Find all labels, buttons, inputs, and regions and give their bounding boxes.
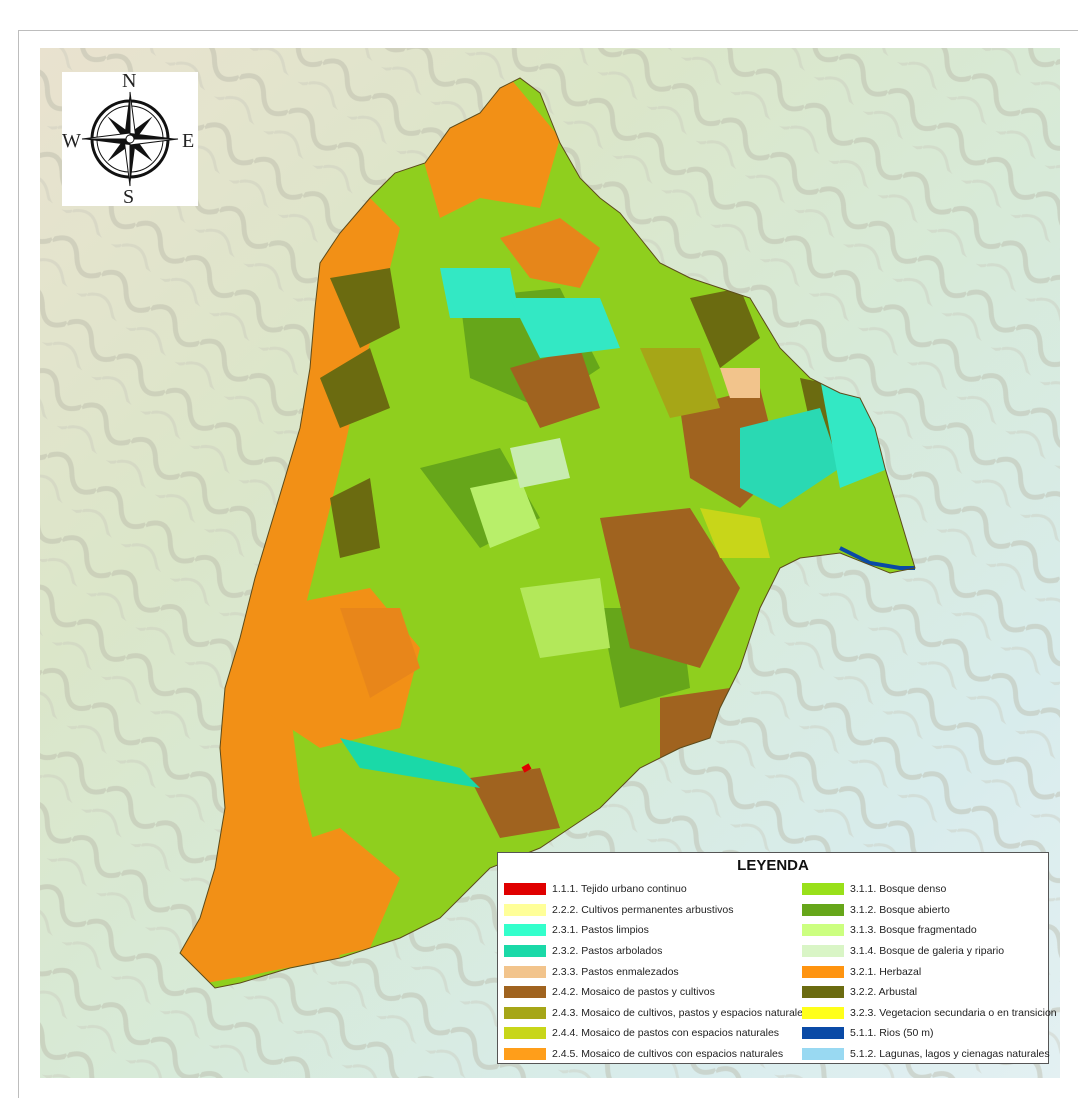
compass-south-label: S [123, 186, 135, 208]
legend-panel: LEYENDA 1.1.1. Tejido urbano continuo 2.2… [497, 852, 1057, 1064]
legend-item: 3.2.1. Herbazal [802, 961, 1057, 982]
legend-item: 3.2.2. Arbustal [802, 982, 1057, 1003]
legend-swatch [802, 1027, 844, 1040]
legend-label: 2.3.1. Pastos limpios [552, 924, 649, 937]
frame-top-border [18, 30, 1078, 31]
legend-item: 3.2.3. Vegetacion secundaria o en transi… [802, 1003, 1057, 1024]
legend-item: 1.1.1. Tejido urbano continuo [504, 879, 808, 900]
legend-label: 3.2.2. Arbustal [850, 986, 918, 999]
legend-item: 3.1.2. Bosque abierto [802, 900, 1057, 921]
frame-left-border [18, 30, 19, 1098]
legend-column-right: 3.1.1. Bosque denso 3.1.2. Bosque abierto… [802, 879, 1057, 1064]
legend-item: 2.3.2. Pastos arbolados [504, 941, 808, 962]
compass-north-label: N [122, 70, 137, 92]
map-layers [40, 48, 1060, 1078]
legend-label: 2.4.5. Mosaico de cultivos con espacios … [552, 1048, 784, 1061]
legend-label: 3.2.3. Vegetacion secundaria o en transi… [850, 1006, 1057, 1019]
legend-label: 2.4.3. Mosaico de cultivos, pastos y esp… [552, 1006, 809, 1019]
legend-swatch [802, 986, 844, 999]
legend-swatch [504, 986, 546, 999]
compass-east-label: E [182, 130, 195, 152]
compass-west-label: W [62, 130, 81, 152]
legend-label: 5.1.1. Rios (50 m) [850, 1027, 934, 1040]
legend-column-left: 1.1.1. Tejido urbano continuo 2.2.2. Cult… [504, 879, 808, 1064]
legend-item: 2.4.2. Mosaico de pastos y cultivos [504, 982, 808, 1003]
legend-item: 2.4.5. Mosaico de cultivos con espacios … [504, 1044, 808, 1065]
legend-label: 5.1.2. Lagunas, lagos y cienagas natural… [850, 1048, 1050, 1061]
legend-item: 2.4.3. Mosaico de cultivos, pastos y esp… [504, 1003, 808, 1024]
legend-label: 3.1.4. Bosque de galeria y ripario [850, 945, 1005, 958]
legend-swatch [802, 1006, 844, 1019]
legend-swatch [802, 924, 844, 937]
legend-swatch [504, 965, 546, 978]
legend-swatch [802, 965, 844, 978]
legend-swatch [504, 903, 546, 916]
legend-swatch [504, 1048, 546, 1061]
legend-swatch [504, 883, 546, 896]
legend-item: 2.4.4. Mosaico de pastos con espacios na… [504, 1023, 808, 1044]
legend-title: LEYENDA [737, 857, 809, 874]
legend-label: 2.3.2. Pastos arbolados [552, 945, 663, 958]
compass-rose: N W E S [62, 70, 198, 208]
legend-swatch [802, 1048, 844, 1061]
legend-item: 5.1.2. Lagunas, lagos y cienagas natural… [802, 1044, 1057, 1065]
legend-swatch [504, 945, 546, 958]
legend-item: 3.1.4. Bosque de galeria y ripario [802, 941, 1057, 962]
legend-swatch [504, 924, 546, 937]
legend-label: 2.3.3. Pastos enmalezados [552, 965, 679, 978]
map-canvas[interactable] [40, 48, 1060, 1078]
legend-item: 2.2.2. Cultivos permanentes arbustivos [504, 900, 808, 921]
legend-label: 1.1.1. Tejido urbano continuo [552, 883, 687, 896]
legend-swatch [802, 903, 844, 916]
legend-label: 2.4.2. Mosaico de pastos y cultivos [552, 986, 715, 999]
legend-label: 3.1.1. Bosque denso [850, 883, 947, 896]
legend-swatch [802, 883, 844, 896]
legend-item: 2.3.3. Pastos enmalezados [504, 961, 808, 982]
legend-swatch [504, 1006, 546, 1019]
legend-item: 3.1.1. Bosque denso [802, 879, 1057, 900]
legend-swatch [504, 1027, 546, 1040]
legend-item: 5.1.1. Rios (50 m) [802, 1023, 1057, 1044]
legend-item: 3.1.3. Bosque fragmentado [802, 920, 1057, 941]
legend-label: 2.2.2. Cultivos permanentes arbustivos [552, 903, 734, 916]
legend-swatch [802, 945, 844, 958]
legend-label: 3.1.3. Bosque fragmentado [850, 924, 977, 937]
legend-label: 3.1.2. Bosque abierto [850, 903, 950, 916]
legend-item: 2.3.1. Pastos limpios [504, 920, 808, 941]
compass-star-icon [81, 91, 179, 187]
legend-label: 2.4.4. Mosaico de pastos con espacios na… [552, 1027, 780, 1040]
legend-label: 3.2.1. Herbazal [850, 965, 922, 978]
